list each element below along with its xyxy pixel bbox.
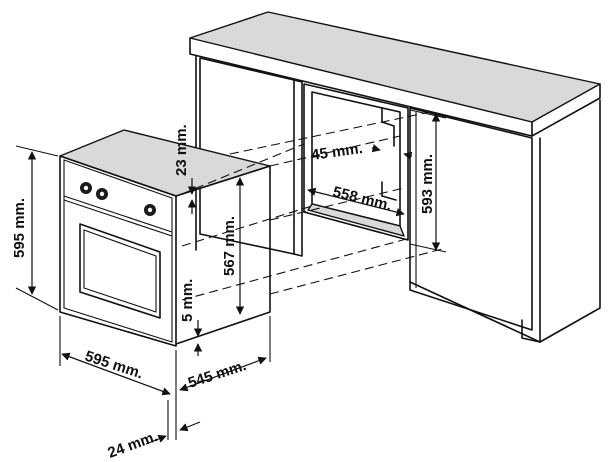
control-panel-line [63, 195, 173, 233]
front-depth-arrow [145, 434, 167, 445]
projection-line [269, 247, 447, 295]
oven-door-window [79, 223, 161, 319]
projection-lines [181, 111, 447, 301]
control-panel-line2 [63, 199, 173, 237]
kitchen-cabinet [189, 11, 601, 343]
front-depth-label: 24 mm. [106, 428, 160, 462]
oven-knob-center [99, 191, 105, 197]
oven-height-label: 595 mm. [11, 198, 28, 258]
oven-width-dim [61, 352, 171, 396]
extension-line [15, 287, 59, 311]
extension-line [15, 145, 59, 157]
side-clearance-arrow [403, 151, 413, 160]
projection-line [181, 205, 313, 247]
oven-knob-center [83, 185, 89, 191]
projection-line [269, 135, 401, 167]
bottom-gap-label: 5 mm. [179, 279, 196, 322]
front-depth-arrow [179, 421, 201, 432]
oven-depth-dim [179, 356, 267, 392]
right-door [409, 107, 533, 331]
oven-front [59, 155, 177, 347]
niche-height-label: 593 mm. [419, 154, 436, 214]
side-clearance-label: 45 mm. [310, 140, 364, 164]
centre-post [293, 79, 303, 257]
oven-knob-center [147, 207, 153, 213]
top-gap-label: 23 mm. [173, 124, 190, 176]
side-clearance-arrow [371, 144, 381, 153]
oven-door-window-inner [83, 229, 157, 313]
niche-bracket [381, 107, 395, 147]
inner-height-label: 567 mm. [221, 216, 238, 276]
niche-width-label: 558 mm. [331, 183, 393, 214]
oven-side [175, 165, 271, 345]
extension-line [409, 243, 447, 253]
niche-outer [303, 83, 409, 241]
dimension-lines [15, 109, 447, 445]
projection-line [181, 237, 411, 301]
oven-front-rim [63, 159, 173, 343]
projection-line [229, 111, 431, 155]
worktop-side [531, 83, 601, 137]
oven-width-label: 595 mm. [83, 348, 145, 383]
niche-width-dim [307, 187, 405, 217]
projection-line [181, 143, 305, 195]
oven-depth-label: 545 mm. [186, 357, 248, 392]
worktop-front [189, 37, 533, 137]
oven-appliance [59, 129, 271, 347]
cabinet-right-panel [539, 99, 601, 343]
